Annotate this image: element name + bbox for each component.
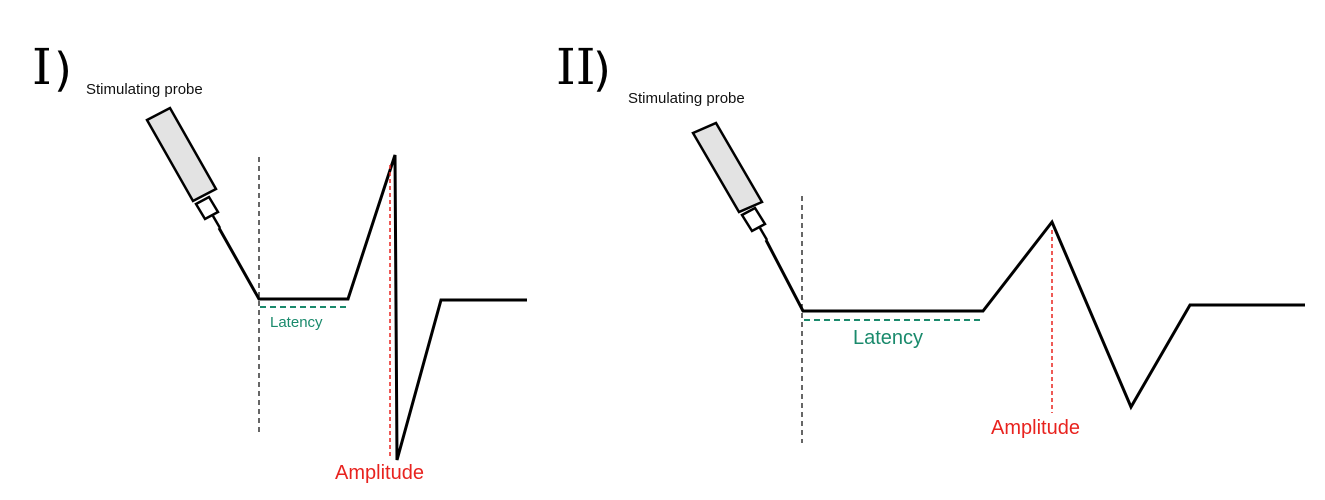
panel-two-amplitude-label: Amplitude: [991, 417, 1080, 439]
panel-two-probe-label: Stimulating probe: [628, 90, 745, 107]
panel-two-latency-label: Latency: [853, 327, 923, 349]
panel-one-response-trace: [217, 154, 527, 461]
panel-one-latency-label: Latency: [270, 314, 323, 331]
panel-two-probe-body: [691, 121, 764, 214]
panel-two-stimulating-probe-icon: [691, 121, 769, 241]
panel-one-stimulating-probe-icon: [145, 106, 222, 229]
panel-two-response-trace: [764, 219, 1305, 411]
panel-one-probe-tip: [194, 195, 220, 221]
panel-one-probe-body: [145, 106, 218, 203]
panel-two-paren: ): [593, 43, 611, 97]
panel-one: I ) Stimulating probe Latency Amplitude: [32, 38, 527, 484]
panel-two-probe-tip: [740, 206, 767, 233]
panel-two-label: II: [556, 38, 596, 96]
panel-one-probe-wire: [211, 215, 222, 229]
panel-one-paren: ): [54, 43, 72, 97]
panel-one-probe-label: Stimulating probe: [86, 81, 203, 98]
panel-two-probe-wire: [758, 227, 769, 241]
panel-one-label: I: [32, 38, 52, 96]
panel-two: II ) Stimulating probe Latency Amplitude: [556, 38, 1305, 443]
panel-one-amplitude-label: Amplitude: [335, 462, 424, 484]
